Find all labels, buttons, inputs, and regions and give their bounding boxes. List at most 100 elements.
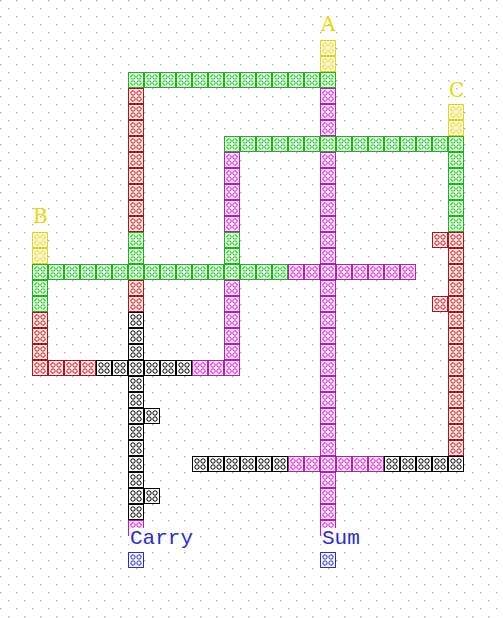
black-block [193,457,208,472]
green-block [161,73,176,88]
black-block [129,329,144,344]
red-block [129,105,144,120]
red-block [449,425,464,440]
red-block [129,137,144,152]
red-block [449,329,464,344]
input-label: B [33,206,48,226]
magenta-block [321,377,336,392]
input-block [321,57,336,72]
magenta-block [321,153,336,168]
green-block [129,73,144,88]
black-block [417,457,432,472]
magenta-block [305,265,320,280]
magenta-block [321,169,336,184]
magenta-block [321,313,336,328]
red-block [129,121,144,136]
green-block [209,265,224,280]
black-block [129,441,144,456]
green-block [177,265,192,280]
magenta-block [321,441,336,456]
red-block [129,89,144,104]
magenta-block [321,409,336,424]
black-block [433,457,448,472]
green-block [353,137,368,152]
green-block [129,265,144,280]
green-block [65,265,80,280]
red-block [81,361,96,376]
green-block [449,169,464,184]
red-block [449,233,464,248]
magenta-block [225,217,240,232]
black-block [401,457,416,472]
magenta-block [225,185,240,200]
black-block [161,361,176,376]
magenta-block [369,457,384,472]
magenta-block [321,425,336,440]
magenta-block [385,265,400,280]
green-block [225,137,240,152]
black-block [129,473,144,488]
red-block [33,313,48,328]
magenta-block [321,505,336,520]
red-block [129,297,144,312]
green-block [289,137,304,152]
black-block [129,377,144,392]
green-block [369,137,384,152]
green-block [257,265,272,280]
green-block [97,265,112,280]
black-block [385,457,400,472]
red-block [433,233,448,248]
red-block [449,393,464,408]
green-block [321,73,336,88]
green-block [33,281,48,296]
red-block [33,345,48,360]
red-block [129,201,144,216]
magenta-block [321,281,336,296]
magenta-block [225,313,240,328]
black-block [225,457,240,472]
magenta-block [321,265,336,280]
green-block [257,137,272,152]
black-block [129,489,144,504]
green-block [305,73,320,88]
black-block [97,361,112,376]
magenta-block [337,265,352,280]
red-block [33,361,48,376]
red-block [129,169,144,184]
green-block [417,137,432,152]
green-block [433,137,448,152]
magenta-block [225,169,240,184]
green-block [225,233,240,248]
black-block [129,361,144,376]
black-block [129,393,144,408]
red-block [129,185,144,200]
green-block [449,217,464,232]
input-block [449,121,464,136]
green-block [81,265,96,280]
green-block [129,249,144,264]
magenta-block [321,105,336,120]
input-block [33,249,48,264]
green-block [449,137,464,152]
black-block [129,409,144,424]
magenta-block [369,265,384,280]
magenta-block [193,361,208,376]
output-block [129,553,144,568]
black-block [257,457,272,472]
magenta-block [321,473,336,488]
output-block [321,553,336,568]
output-label: Sum [321,528,361,549]
green-block [129,233,144,248]
black-block [145,489,160,504]
output-label: Carry [129,528,194,549]
red-block [129,281,144,296]
green-block [49,265,64,280]
magenta-block [321,185,336,200]
red-block [449,377,464,392]
green-block [225,249,240,264]
magenta-block [225,329,240,344]
green-block [113,265,128,280]
magenta-block [225,361,240,376]
